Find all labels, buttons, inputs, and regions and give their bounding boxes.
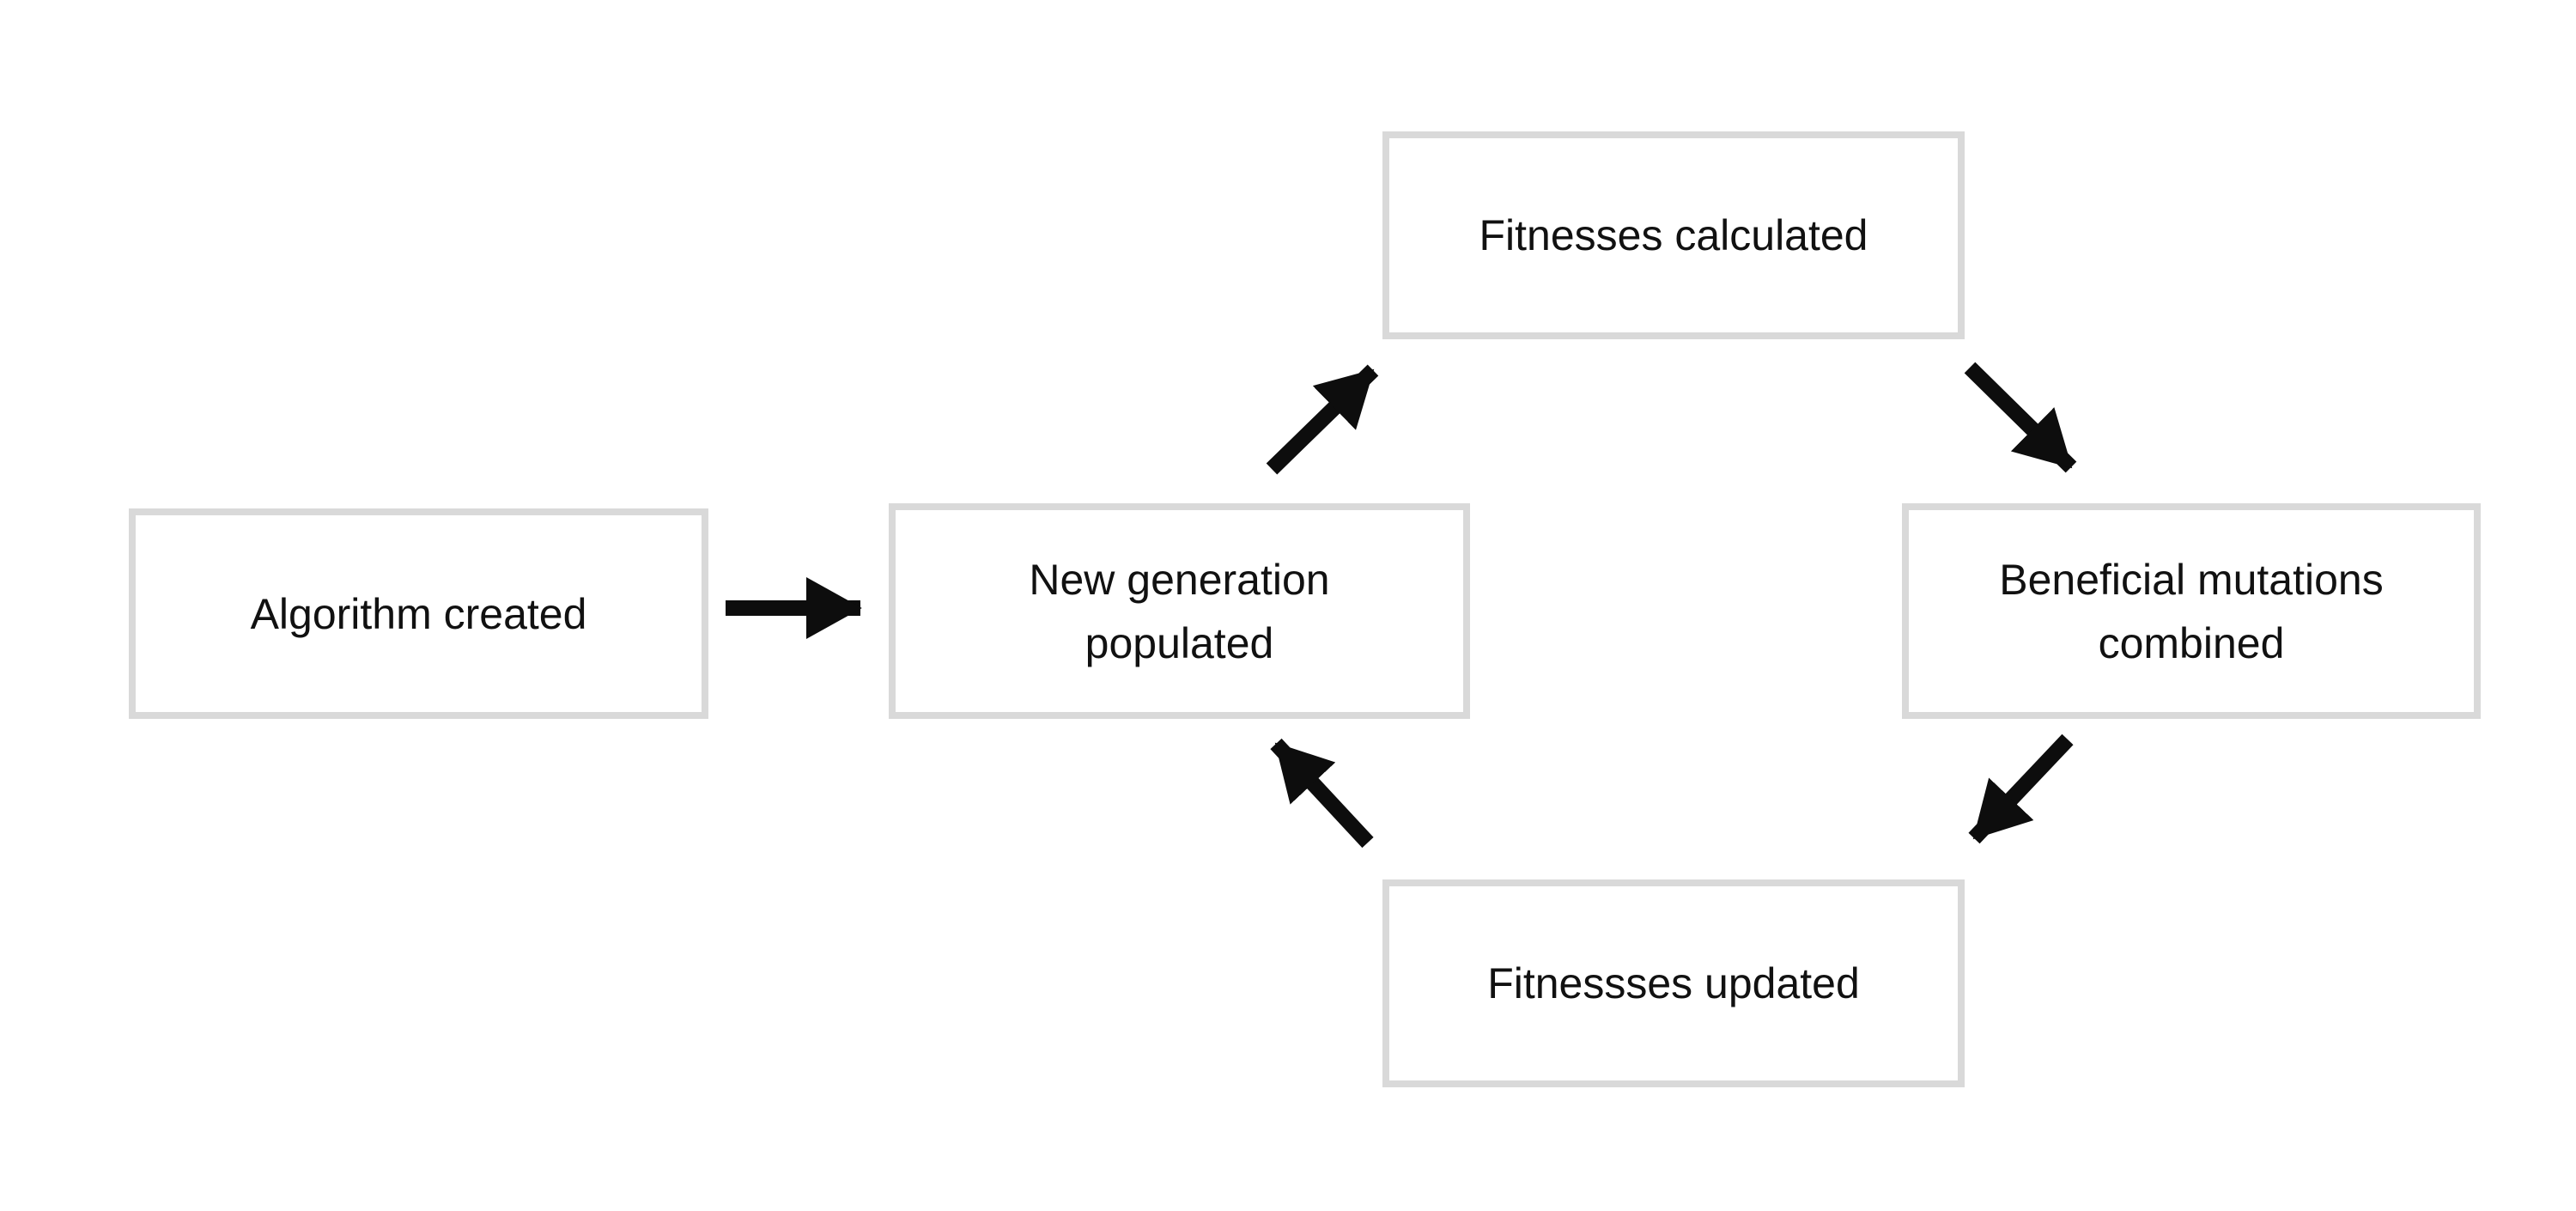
arrow-down-right-icon [1964,362,2077,473]
node-fitnessses-updated: Fitnessses updated [1382,879,1965,1087]
node-beneficial-mutations-combined: Beneficial mutations combined [1902,503,2481,719]
arrow-up-left-icon [1270,738,1374,849]
node-algorithm-created: Algorithm created [129,508,708,719]
node-beneficial-mutations-combined-label: Beneficial mutations combined [1999,555,2384,667]
node-algorithm-created-label: Algorithm created [250,589,587,638]
node-new-generation-populated: New generation populated [889,503,1470,719]
node-fitnesses-calculated: Fitnesses calculated [1382,131,1965,339]
arrow-up-right-icon [1266,364,1379,475]
node-fitnesses-calculated-label: Fitnesses calculated [1479,211,1868,259]
arrow-down-left-icon [1968,733,2074,844]
node-fitnessses-updated-label: Fitnessses updated [1487,959,1860,1007]
node-new-generation-populated-label: New generation populated [1029,555,1330,667]
